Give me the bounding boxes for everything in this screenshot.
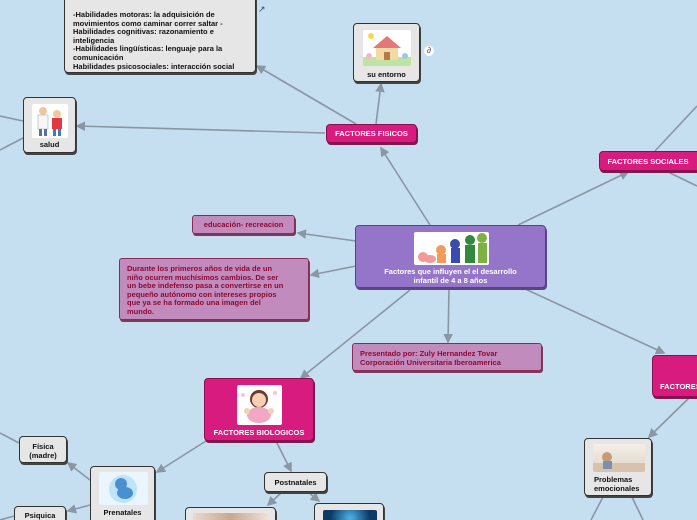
factores-right-node[interactable]: FACTORES [652,355,697,397]
fetus-illustration [99,472,148,505]
link-central-fisicos [380,146,431,226]
habilidades-line: -Habilidades motoras: la adquisición de [73,10,215,19]
factores-biologicos-label: FACTORES BIOLOGICOS [213,428,305,437]
factores-sociales-label: FACTORES SOCIALES [607,157,689,166]
link-biologicos-prenatales [155,440,207,473]
habilidades-node[interactable]: -Habilidades motoras: la adquisición de … [64,0,256,73]
presentado-node[interactable]: Presentado por: Zuly Hernandez Tovar Cor… [352,343,542,371]
educacion-label: educación- recreacion [203,220,284,229]
salud-node[interactable]: salud [23,97,76,153]
link-fisicos-entorno [375,82,385,125]
link-biologicos-postnatales [275,440,292,473]
postnatal-child-node[interactable] [185,507,276,520]
attachment-icon[interactable]: ∂ [424,46,434,56]
postnatal-brain-node[interactable] [314,503,384,520]
postnatales-node[interactable]: Postnatales [264,472,327,492]
psiquica-node[interactable]: Psiquica [14,506,66,520]
habilidades-line: comunicación [73,52,124,62]
link-central-educacion [296,229,357,242]
child-photo [193,513,269,520]
habilidades-line: inteligencia [73,35,115,45]
link-fisica-off [0,432,20,444]
toddler-figures-illustration [414,232,489,265]
link-fisicos-salud [75,121,326,134]
link-central-biologicos [299,289,411,380]
link-prenatales-psiquica [66,504,91,514]
link-central-presentado [443,287,453,344]
habilidades-line: Habilidades psicosociales: interacción s… [73,61,235,71]
link-sociales-off1 [654,105,697,152]
habilidades-line: movimientos como caminar correr saltar - [73,18,223,28]
external-link-icon[interactable]: ↗ [258,4,266,14]
link-prenatales-fisica [66,462,91,481]
emocionales-label: emocionales [594,484,640,493]
link-problemas-off2 [631,496,644,520]
baby-girl-illustration [237,385,282,425]
primeros-anos-line: niño ocurren muchísimos cambios. De ser [127,272,279,282]
central-topic-node[interactable]: Factores que influyen el el desarrollo i… [355,225,546,288]
link-postnatales-right [307,491,321,503]
prenatales-node[interactable]: Prenatales [90,466,155,520]
link-central-primeros [309,265,357,279]
prenatales-label: Prenatales [103,508,142,517]
entorno-label: su entorno [367,70,406,79]
factores-fisicos-node[interactable]: FACTORES FISICOS [326,124,417,143]
link-salud-off2 [0,137,24,151]
doctor-and-patient-illustration [32,104,68,138]
link-central-factores-right [522,287,666,355]
link-fisicos-habilidades [255,65,357,125]
link-central-sociales [517,171,630,226]
madre-label: (madre) [29,451,57,460]
primeros-anos-line: un bebe indefenso pasa a convertirse en … [127,281,284,291]
house-with-children-illustration [363,30,411,66]
habilidades-line: -Habilidades lingüísticas: lenguaje para… [73,44,223,54]
link-salud-off1 [0,115,24,122]
factores-sociales-node[interactable]: FACTORES SOCIALES [599,151,697,171]
fisica-label: Física [32,442,54,451]
factores-biologicos-node[interactable]: FACTORES BIOLOGICOS [204,378,314,441]
habilidades-line: Habilidades cognitivas: razonamiento e [73,27,214,37]
primeros-anos-line: Durante los primeros años de vida de un [127,264,273,273]
fisica-madre-node[interactable]: Física (madre) [19,436,67,463]
primeros-anos-line: mundo. [127,306,155,316]
psiquica-label: Psiquica [24,511,56,520]
presentado-line: Presentado por: Zuly Hernandez Tovar [360,349,498,358]
factores-fisicos-label: FACTORES FISICOS [335,129,408,138]
postnatales-label: Postnatales [274,478,317,487]
link-psiquica-off [0,515,15,520]
brain-photo [323,510,377,520]
primeros-anos-line: que ya se ha formado una imagen del [127,298,261,308]
problemas-emocionales-node[interactable]: Problemas emocionales [584,438,652,496]
salud-label: salud [39,140,60,149]
primeros-anos-node[interactable]: Durante los primeros años de vida de un … [119,258,309,320]
link-sociales-off2 [667,171,697,187]
central-title: Factores que influyen el el desarrollo i… [384,267,517,285]
sad-child-photo [593,444,645,472]
factores-right-label: FACTORES [660,382,697,391]
link-postnatales-left [266,491,283,507]
link-right-problemas [647,396,691,439]
presentado-line: Corporación Universitaria Iberoamerica [360,357,501,367]
problemas-label: Problemas [594,475,633,484]
educacion-node[interactable]: educación- recreacion [192,215,295,234]
link-problemas-off1 [590,496,604,520]
primeros-anos-line: pequeño autónomo con intereses propios [127,289,277,299]
entorno-node[interactable]: su entorno [353,23,420,82]
